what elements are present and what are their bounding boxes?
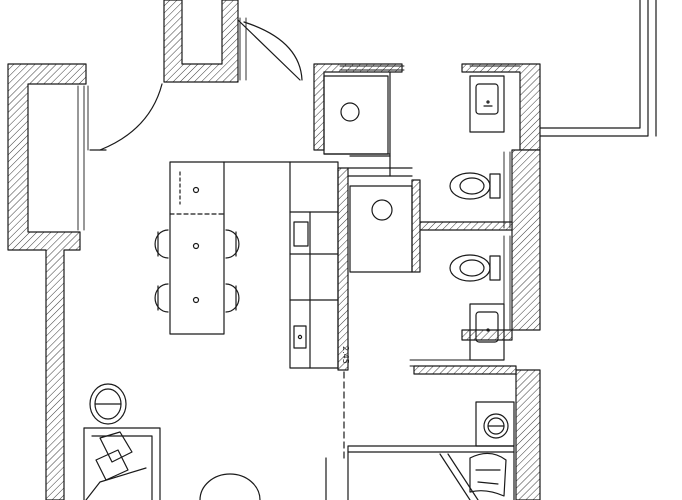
- dining-island: [169, 161, 291, 335]
- dimension-label: 2.45: [341, 346, 350, 364]
- window-frames: [77, 17, 521, 367]
- shower-tray: [349, 185, 413, 273]
- sofa: [83, 427, 161, 500]
- armchair: [89, 383, 127, 425]
- sink-bottom: [469, 303, 505, 361]
- toilet-bottom: [449, 254, 501, 282]
- balcony-outline: [539, 0, 657, 137]
- round-table: [199, 473, 261, 500]
- kitchen-counter: [289, 161, 413, 369]
- toilet-top: [449, 172, 501, 200]
- entry-door: [89, 19, 303, 151]
- sink-top: [469, 75, 505, 133]
- washing-machine: [475, 401, 515, 447]
- exterior-walls: [7, 0, 541, 500]
- washer-top: [323, 71, 391, 177]
- dining-chairs: [154, 229, 240, 313]
- bed: [325, 445, 515, 500]
